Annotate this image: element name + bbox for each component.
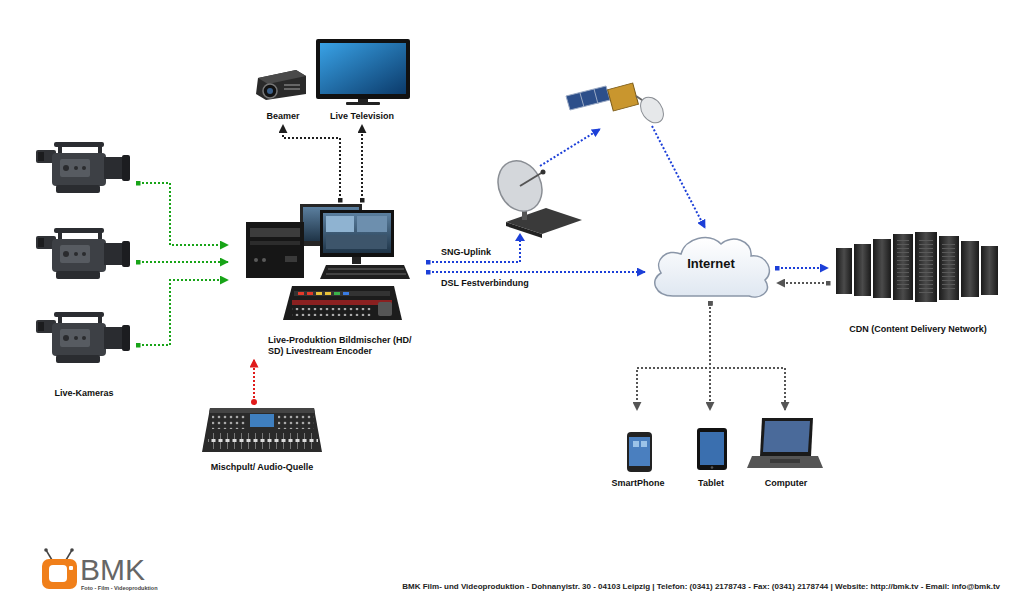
connector <box>428 126 705 262</box>
logo-icon <box>42 548 77 589</box>
node-label: Beamer <box>266 111 299 122</box>
projector: Beamer <box>245 62 321 125</box>
connector <box>138 261 228 263</box>
smartphone-icon <box>627 432 652 472</box>
connector <box>710 303 785 410</box>
logo-wordmark: BMK <box>80 553 145 586</box>
connector-label: SNG-Uplink <box>440 247 492 258</box>
camera-icon <box>36 228 130 279</box>
node-label: Mischpult/ Audio-Quelle <box>211 462 314 473</box>
laptop-icon <box>747 418 823 468</box>
cloud-shape <box>655 238 770 297</box>
node-label: Live-Kameras <box>54 388 113 399</box>
television-icon <box>316 39 410 105</box>
node-label: Internet <box>687 256 735 272</box>
smartphone: SmartPhone <box>607 410 669 492</box>
tablet: Tablet <box>682 410 740 492</box>
audio-desk-icon <box>202 408 322 452</box>
logo-tagline: Foto - Film - Videoproduktion <box>81 585 158 591</box>
connector <box>253 360 255 403</box>
footer-address: BMK Film- und Videoproduktion - Dohnanyi… <box>402 583 1000 592</box>
connector <box>283 125 340 200</box>
server-rack-icon <box>836 232 998 302</box>
node-label: Live-Produktion Bildmischer (HD/ SD) Liv… <box>268 335 428 358</box>
tablet-icon <box>697 428 727 470</box>
connector <box>777 267 828 269</box>
arrow-head <box>515 233 525 241</box>
audio-mixer: Mischpult/ Audio-Quelle <box>192 402 332 476</box>
node-label: CDN (Content Delivery Network) <box>849 324 987 335</box>
server-rack: CDN (Content Delivery Network) <box>828 228 1008 338</box>
node-label: SmartPhone <box>611 478 664 489</box>
internet-cloud: Internet <box>645 228 777 303</box>
connector <box>777 282 828 284</box>
video-mixer: Live-Produktion Bildmischer (HD/ SD) Liv… <box>228 200 428 360</box>
node-label: Computer <box>765 478 808 489</box>
uplink-wire <box>540 129 600 166</box>
mixer-workstation <box>246 204 410 320</box>
connector <box>138 280 228 345</box>
connector <box>361 125 363 200</box>
satellite-dish-icon <box>490 154 582 238</box>
camera-icon <box>36 142 130 193</box>
connector <box>428 271 645 273</box>
camera-group: Live-Kameras <box>30 138 138 402</box>
node-label: Tablet <box>698 478 724 489</box>
node-label: Live Television <box>330 111 394 122</box>
projector-icon <box>256 70 306 100</box>
television: Live Television <box>312 36 412 125</box>
camera-icon <box>36 312 130 363</box>
satellite-icon <box>566 83 668 127</box>
connector <box>637 303 710 410</box>
connector <box>138 183 228 245</box>
laptop: Computer <box>748 410 824 492</box>
connector-label: DSL Festverbindung <box>440 278 530 289</box>
